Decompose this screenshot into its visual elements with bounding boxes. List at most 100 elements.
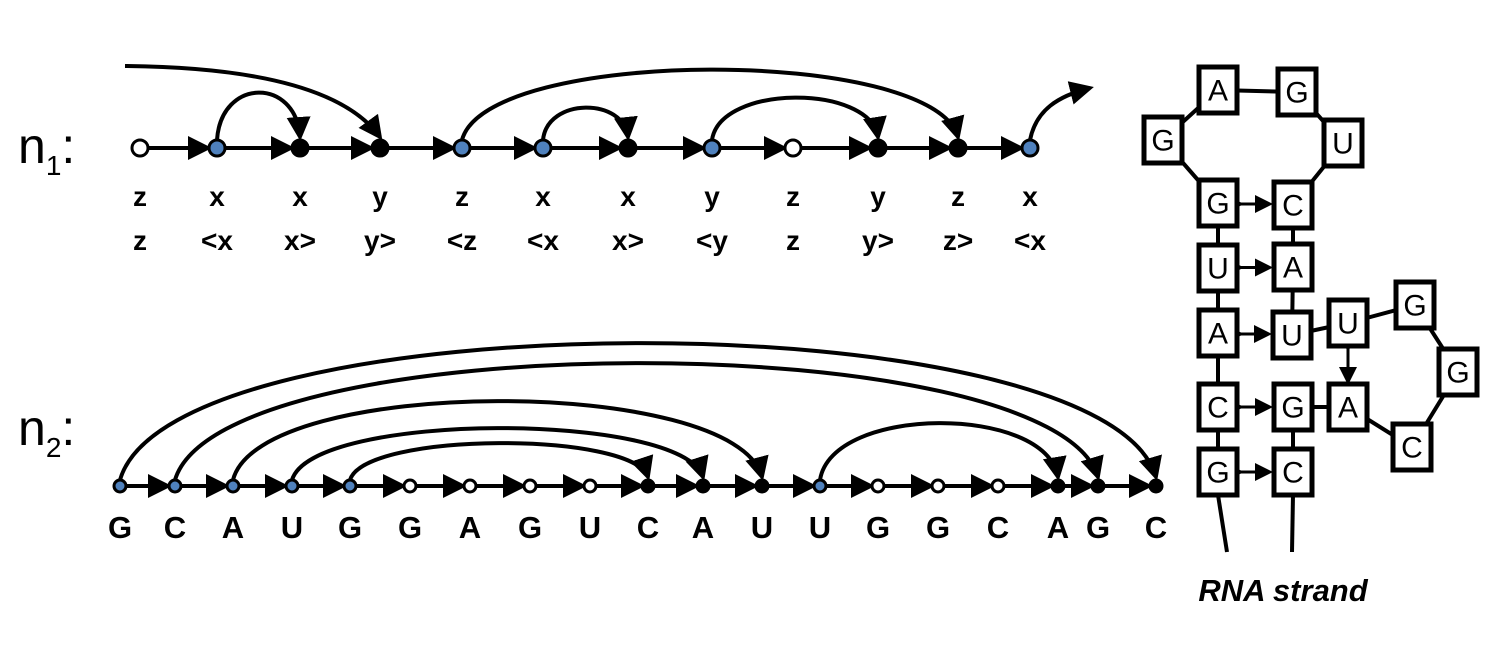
base-box-outline — [1275, 66, 1319, 118]
n1-sym-label: y — [372, 181, 388, 212]
rna-caption: RNA strand — [1198, 573, 1368, 608]
base-box-outline — [1271, 446, 1315, 498]
n2-node-black — [754, 478, 770, 494]
n1-sym-label: x — [209, 181, 225, 212]
n1-pair-arc — [710, 95, 887, 141]
rna-base-box: C — [1271, 446, 1315, 498]
base-box-outline — [1390, 421, 1434, 473]
n1-sym-label: z — [786, 181, 800, 212]
base-letter: A — [1283, 252, 1303, 285]
n1-node-blue — [702, 138, 722, 158]
n2-label: n — [18, 400, 46, 456]
n1-node-blue — [452, 138, 472, 158]
n1-node-blue — [207, 138, 227, 158]
rna-strand-tail — [1290, 494, 1295, 553]
n2-colon: : — [61, 400, 75, 456]
base-letter: U — [1337, 308, 1359, 341]
base-letter: G — [1151, 125, 1174, 158]
rna-base-box: A — [1271, 241, 1315, 293]
n1-tag-label: <x — [1014, 225, 1046, 256]
n1-node-black — [618, 138, 638, 158]
n1-label: n — [18, 118, 46, 174]
base-box-outline — [1141, 114, 1185, 166]
n2-base-label: A — [222, 510, 244, 545]
n2-base-label: C — [1145, 510, 1167, 545]
n2-node-blue — [167, 478, 183, 494]
n2-base-label: A — [692, 510, 714, 545]
n2-node-open — [462, 478, 478, 494]
n2-pair-arc — [231, 399, 769, 481]
n2-base-label: G — [108, 510, 132, 545]
n1-outgoing-arc — [1028, 81, 1094, 141]
base-letter: U — [1332, 128, 1354, 161]
svg-text:n1:: n1: — [18, 118, 75, 181]
n2-subscript: 2 — [46, 432, 62, 463]
n1-tag-label: z — [133, 225, 147, 256]
n2-base-label: C — [164, 510, 186, 545]
n2-node-blue — [284, 478, 300, 494]
n2-base-label: G — [398, 510, 422, 545]
rna-base-box: G — [1275, 66, 1319, 118]
n1-node-black — [948, 138, 968, 158]
base-letter: C — [1401, 432, 1423, 465]
base-box-outline — [1196, 242, 1240, 294]
n1-node-black — [290, 138, 310, 158]
n2-pair-arc — [118, 341, 1162, 481]
base-box-outline — [1270, 309, 1314, 361]
n2-row-label: n2: — [18, 400, 75, 463]
n1-subscript: 1 — [46, 150, 62, 181]
base-box-outline — [1196, 381, 1240, 433]
n1-sym-label: y — [870, 181, 886, 212]
n2-base-label: C — [637, 510, 659, 545]
rna-base-box: U — [1196, 242, 1240, 294]
n2-base-label: U — [751, 510, 773, 545]
rna-base-box: G — [1393, 279, 1437, 331]
n2-node-blue — [112, 478, 128, 494]
n1-tag-label: x> — [612, 225, 644, 256]
base-letter: C — [1282, 457, 1304, 490]
n2-node-black — [695, 478, 711, 494]
n1-node-blue — [533, 138, 553, 158]
n1-incoming-arc — [124, 64, 383, 141]
n2-base-label: G — [926, 510, 950, 545]
base-box-outline — [1393, 279, 1437, 331]
base-letter: G — [1281, 392, 1304, 425]
n2-node-blue — [342, 478, 358, 494]
base-box-outline — [1196, 307, 1240, 359]
n1-tag-label: <x — [201, 225, 233, 256]
n2-pair-arc — [348, 441, 654, 481]
rna-base-box: C — [1196, 381, 1240, 433]
n2-node-blue — [225, 478, 241, 494]
n1-sym-label: y — [704, 181, 720, 212]
n2-base-label: A — [459, 510, 481, 545]
n1-node-open — [130, 138, 150, 158]
base-box-outline — [1196, 446, 1240, 498]
n2-node-open — [870, 478, 886, 494]
base-letter: G — [1285, 77, 1308, 110]
base-letter: C — [1282, 190, 1304, 223]
n1-tag-label: <x — [527, 225, 559, 256]
n2-base-label: C — [987, 510, 1009, 545]
base-letter: G — [1206, 457, 1229, 490]
rna-base-box: U — [1321, 117, 1365, 169]
base-letter: U — [1281, 320, 1303, 353]
n1-pair-arc — [215, 90, 311, 141]
n1-sym-label: x — [292, 181, 308, 212]
n1-colon: : — [61, 118, 75, 174]
n1-node-open — [783, 138, 803, 158]
n2-base-label: A — [1047, 510, 1069, 545]
base-box-outline — [1271, 381, 1315, 433]
rna-base-box: U — [1326, 297, 1370, 349]
base-box-outline — [1321, 117, 1365, 169]
n2-base-label: G — [1086, 510, 1110, 545]
rna-base-box: C — [1390, 421, 1434, 473]
n2-node-open — [402, 478, 418, 494]
rna-base-box: U — [1270, 309, 1314, 361]
n2-node-open — [990, 478, 1006, 494]
n1-tag-label: <z — [447, 225, 477, 256]
n1-sym-label: z — [133, 181, 147, 212]
